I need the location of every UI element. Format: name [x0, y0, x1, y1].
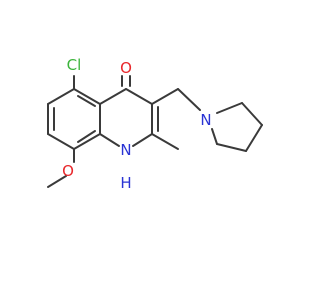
bond [151, 88, 179, 105]
bond [77, 95, 96, 107]
bond [216, 102, 243, 114]
methoxy-oxygen-atom-label: O [62, 162, 74, 180]
bond [77, 130, 96, 143]
bond [151, 133, 179, 150]
bond [177, 88, 201, 111]
carbonyl-oxygen-atom-label: O [120, 59, 132, 77]
bonds [47, 75, 263, 188]
structure-canvas: Cl O N N H O [47, 56, 263, 192]
ring-nitrogen-atom-label: N [120, 141, 131, 159]
bond [125, 88, 153, 105]
chlorine-atom-label: Cl [67, 56, 82, 74]
bond [73, 88, 101, 105]
bond [211, 128, 218, 145]
ring-nitrogen-hydrogen-label: H [120, 174, 131, 192]
bond [73, 133, 101, 150]
bond [241, 102, 263, 126]
bond [132, 133, 153, 147]
pyrrolidine-nitrogen-atom-label: N [200, 111, 211, 129]
bond [99, 133, 120, 147]
bond [99, 88, 127, 105]
bond [245, 124, 263, 152]
bond [47, 175, 67, 188]
bond [47, 133, 75, 150]
structure-drawing: Cl O N N H O [47, 56, 263, 192]
atom-labels: Cl O N N H O [62, 56, 212, 192]
bond [216, 143, 247, 152]
bond [47, 88, 75, 105]
